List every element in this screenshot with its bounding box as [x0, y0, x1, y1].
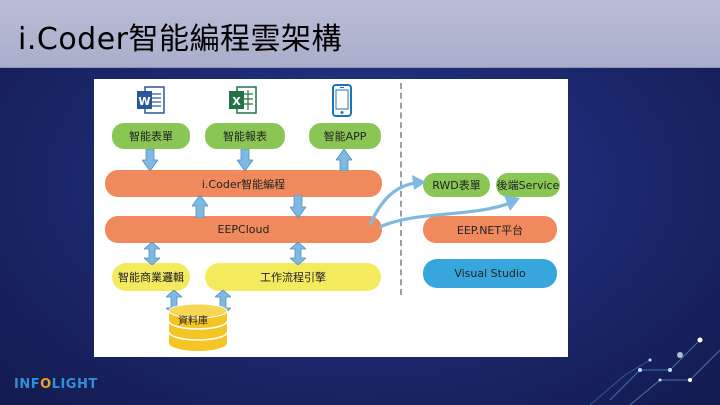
eepcloud-box: EEPCloud [105, 216, 382, 243]
visual-studio-box: Visual Studio [423, 259, 557, 288]
eepnet-box: EEP.NET平台 [423, 216, 557, 243]
word-icon: W [137, 86, 165, 114]
arrow-icoder-to-eepcloud [290, 195, 306, 218]
smart-form-box: 智能表單 [112, 123, 190, 149]
arrow-eepcloud-to-rwd [368, 175, 426, 226]
icoder-box: i.Coder智能編程 [105, 170, 382, 197]
smart-report-box: 智能報表 [205, 123, 285, 149]
arrow-icoder-to-smart-app [336, 149, 352, 171]
workflow-engine-box: 工作流程引擎 [205, 263, 381, 291]
svg-text:X: X [232, 95, 241, 108]
arrow-eepcloud-business-logic [144, 242, 160, 265]
backend-service-box: 後端Service [496, 173, 560, 197]
architecture-diagram: W X 智能表單 智能報表 智能APP i.Coder智能編程 EEPCloud… [94, 79, 568, 357]
arrow-smart-form-to-icoder [142, 149, 158, 171]
title-bar: i.Coder智能編程雲架構 [0, 0, 720, 68]
arrow-eepcloud-to-backend-service [379, 195, 520, 229]
infolight-logo: INFOLIGHT [14, 377, 98, 392]
arrow-eepcloud-to-icoder [192, 195, 208, 218]
logo-text-middle: O [40, 377, 52, 392]
logo-text-right: LIGHT [51, 377, 98, 392]
logo-text-left: INF [14, 377, 41, 392]
arrow-smart-report-to-icoder [237, 149, 253, 171]
page-title: i.Coder智能編程雲架構 [18, 22, 343, 57]
smart-app-box: 智能APP [309, 123, 381, 149]
excel-icon: X [229, 86, 257, 114]
decorative-circuit-graphic [589, 337, 720, 405]
database-icon [168, 303, 228, 351]
database-label: 資料庫 [178, 316, 208, 327]
smart-business-logic-box: 智能商業邏輯 [112, 263, 190, 291]
svg-text:W: W [138, 95, 150, 108]
phone-icon [332, 84, 352, 117]
rwd-form-box: RWD表單 [423, 173, 490, 197]
arrow-eepcloud-workflow [290, 242, 306, 265]
